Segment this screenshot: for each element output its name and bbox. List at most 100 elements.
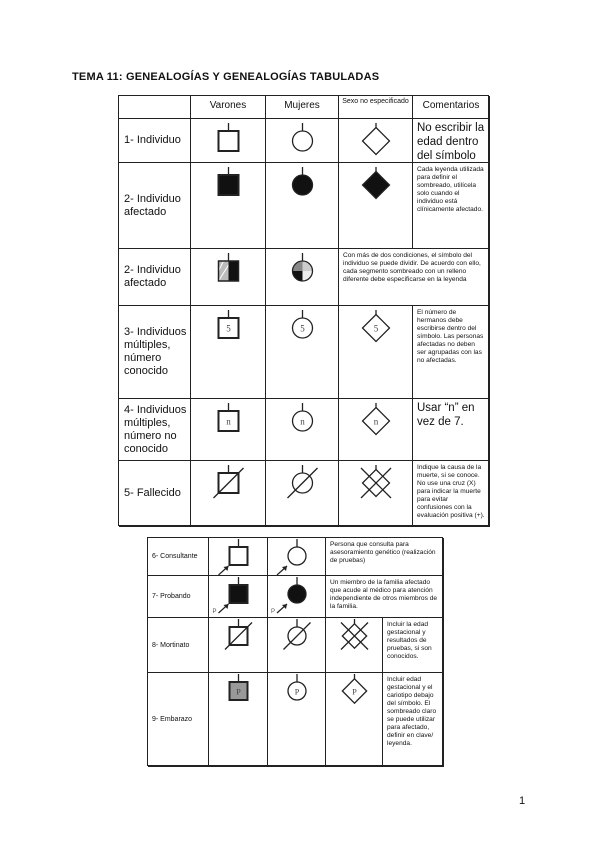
column-header: Mujeres	[266, 96, 339, 119]
diamond-symbol-icon: P	[341, 674, 368, 705]
symbol-cell	[268, 618, 326, 673]
comment: Incluir edad gestacional y el cariotipo …	[383, 673, 444, 767]
square-symbol-icon	[213, 465, 244, 499]
row-label-text: 5- Fallecido	[124, 487, 181, 499]
symbol-cell	[266, 249, 339, 306]
circle-symbol-icon	[291, 253, 314, 282]
row-label: 5- Fallecido	[119, 461, 191, 527]
svg-text:n: n	[226, 417, 231, 427]
row-label: 6- Consultante	[148, 538, 209, 576]
row-label-text: 6- Consultante	[152, 553, 198, 560]
circle-symbol-icon: 5	[291, 310, 314, 339]
diamond-symbol-icon	[361, 123, 391, 156]
row-label-text: 8- Mortinato	[152, 641, 190, 649]
circle-symbol-icon	[276, 539, 307, 575]
circle-symbol-icon	[291, 167, 314, 196]
comment: Un miembro de la familia afectado que ac…	[326, 576, 444, 618]
row-label: 8- Mortinato	[148, 618, 209, 673]
symbol-cell	[339, 119, 413, 163]
square-symbol-icon: P	[213, 577, 249, 615]
circle-symbol-icon: P	[271, 577, 307, 615]
symbol-cell	[266, 119, 339, 163]
symbol-cell	[268, 538, 326, 576]
symbol-cell: 5	[191, 306, 266, 399]
row-label-text: 3- Individuos múltiples, número conocido	[124, 326, 187, 377]
row-label-text: 4- Individuos múltiples, número no conoc…	[124, 403, 187, 455]
symbol-cell	[339, 163, 413, 249]
circle-symbol-icon: n	[291, 403, 314, 432]
square-symbol-icon	[217, 253, 240, 282]
square-symbol-icon: 5	[217, 310, 240, 339]
row-label-text: 7- Probando	[152, 593, 191, 600]
row-label: 4- Individuos múltiples, número no conoc…	[119, 399, 191, 461]
pedigree-symbols-table-2: 6- Consultante Persona que consulta para …	[147, 537, 444, 767]
symbol-cell: 5	[266, 306, 339, 399]
symbol-cell: n	[191, 399, 266, 461]
svg-text:P: P	[271, 609, 275, 615]
column-header: Sexo no especificado	[339, 96, 413, 119]
diamond-symbol-icon	[360, 465, 392, 499]
svg-text:5: 5	[374, 324, 379, 334]
comment: Indique la causa de la muerte, si se con…	[413, 461, 490, 527]
symbol-cell	[339, 461, 413, 527]
comment: Usar “n” en vez de 7.	[413, 399, 490, 461]
diamond-symbol-icon: n	[361, 403, 391, 436]
comment: Persona que consulta para asesoramiento …	[326, 538, 444, 576]
page-number: 1	[519, 795, 526, 807]
symbol-cell	[191, 249, 266, 306]
square-symbol-icon	[217, 123, 240, 152]
circle-symbol-icon	[283, 619, 311, 650]
symbol-cell	[266, 163, 339, 249]
svg-text:P: P	[352, 688, 357, 697]
diamond-symbol-icon: 5	[361, 310, 391, 343]
symbol-cell: n	[266, 399, 339, 461]
symbol-cell	[209, 618, 268, 673]
row-label: 3- Individuos múltiples, número conocido	[119, 306, 191, 399]
column-header: Varones	[191, 96, 266, 119]
comment: No escribir la edad dentro del símbolo	[413, 119, 490, 163]
comment: Incluir la edad gestacional y resultados…	[383, 618, 444, 673]
symbol-cell: n	[339, 399, 413, 461]
row-label: 7- Probando	[148, 576, 209, 618]
symbol-cell: P	[209, 576, 268, 618]
svg-text:5: 5	[300, 324, 305, 334]
circle-symbol-icon	[287, 465, 318, 499]
svg-text:P: P	[295, 688, 300, 697]
symbol-cell	[191, 163, 266, 249]
diamond-symbol-icon	[340, 619, 369, 650]
comment: El número de hermanos debe escribirse de…	[413, 306, 490, 399]
symbol-cell	[209, 538, 268, 576]
svg-text:5: 5	[226, 324, 231, 334]
row-label-text: 2- Individuo afectado	[124, 264, 181, 289]
column-header	[119, 96, 191, 119]
symbol-cell: 5	[339, 306, 413, 399]
page-title: TEMA 11: GENEALOGÍAS Y GENEALOGÍAS TABUL…	[72, 71, 380, 83]
row-label: 2- Individuo afectado	[119, 163, 191, 249]
symbol-cell	[266, 461, 339, 527]
row-label-text: 1- Individuo	[124, 134, 181, 146]
column-header: Comentarios	[413, 96, 490, 119]
symbol-cell	[191, 119, 266, 163]
row-label: 9- Embarazo	[148, 673, 209, 767]
circle-symbol-icon: P	[287, 674, 307, 701]
svg-text:n: n	[300, 417, 305, 427]
symbol-cell: P	[326, 673, 383, 767]
circle-symbol-icon	[291, 123, 314, 152]
square-symbol-icon	[218, 539, 249, 575]
svg-text:P: P	[236, 688, 241, 697]
square-symbol-icon: P	[228, 674, 249, 701]
symbol-cell: P	[268, 673, 326, 767]
row-label-text: 9- Embarazo	[152, 716, 193, 723]
square-symbol-icon: n	[217, 403, 240, 432]
square-symbol-icon	[217, 167, 240, 196]
diamond-symbol-icon	[361, 167, 391, 200]
row-label: 1- Individuo	[119, 119, 191, 163]
svg-text:n: n	[374, 417, 379, 427]
comment: Con más de dos condiciones, el símbolo d…	[339, 249, 490, 306]
symbol-cell: P	[209, 673, 268, 767]
row-label: 2- Individuo afectado	[119, 249, 191, 306]
square-symbol-icon	[224, 619, 253, 650]
symbol-cell	[191, 461, 266, 527]
